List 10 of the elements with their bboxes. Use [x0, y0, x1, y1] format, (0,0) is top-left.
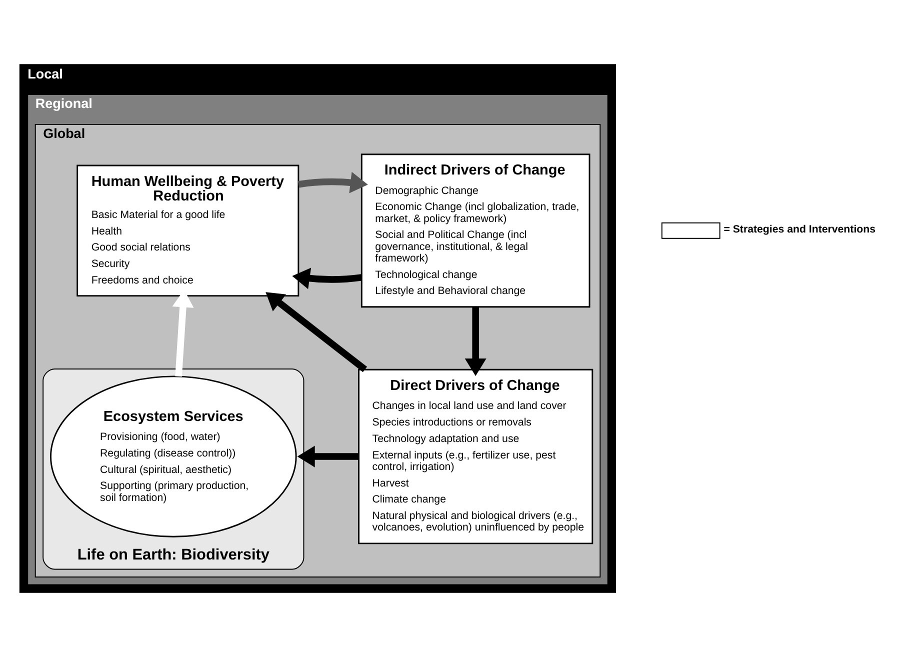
arrow	[298, 171, 368, 193]
node-box: Human Wellbeing & Poverty Reduction Basic Material for a good life Health Good social relations Security Freedoms and choice	[76, 164, 300, 296]
arrow	[297, 445, 359, 467]
arrow	[292, 267, 362, 289]
arrow	[464, 306, 486, 376]
node-box: Indirect Drivers of Change Demographic Change Economic Change (incl globalization, trade, market, & policy framework) Social and Political Change (incl governance, institutional, & legal framework) Technological change Lifestyle and Behavioral change	[360, 153, 590, 308]
arrow	[266, 292, 368, 372]
legend-label: = Strategies and Interventions	[724, 222, 876, 235]
node-box: Direct Drivers of Change Changes in local land use and land cover Species introductions or removals Technology adaptation and use External inputs (e.g., fertilizer use, pest control, irrigation) Harvest Climate change Natural physical and biological drivers (e.g., volcanoes, evolution) uninfluenced by people	[358, 368, 594, 544]
node-ellipse: Ecosystem Services Provisioning (food, water) Regulating (disease control)) Cultural (spiritual, aesthetic) Supporting (primary production, soil formation)	[50, 375, 297, 537]
